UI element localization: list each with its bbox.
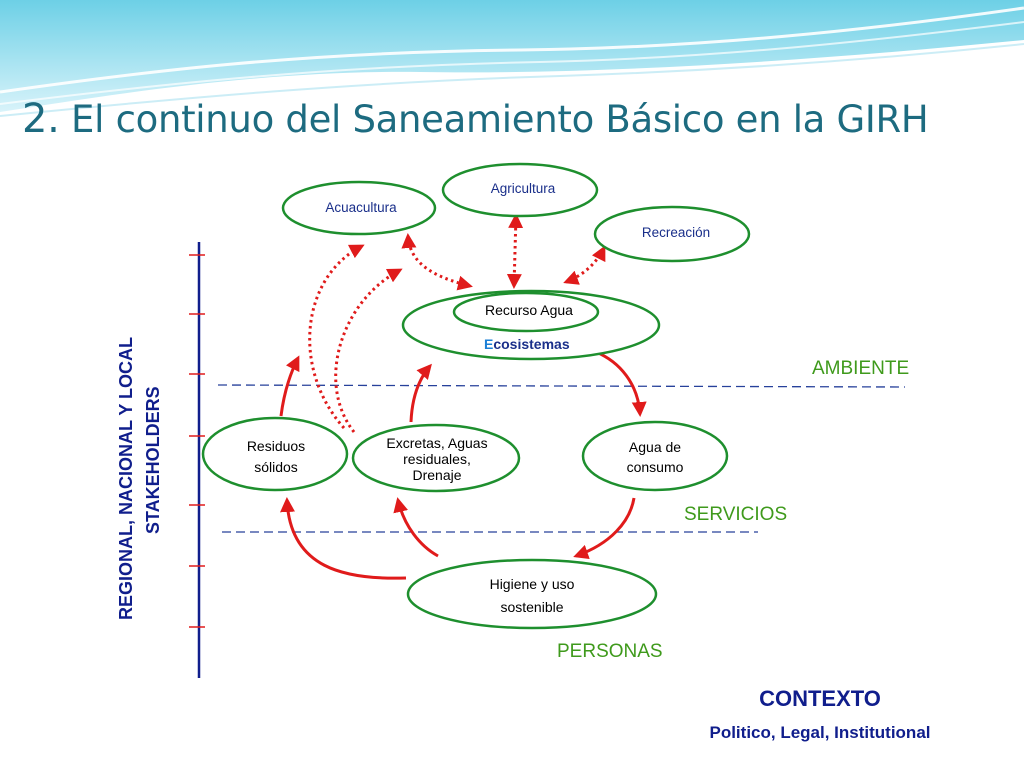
stakeholder-axis: [189, 242, 205, 678]
node-higiene-label-2: sostenible: [500, 599, 563, 615]
zone-label-personas: PERSONAS: [557, 641, 663, 662]
slide-title-number: 2.: [22, 96, 60, 142]
ambiente-divider: [217, 384, 906, 388]
node-recurso-agua-label: Recurso Agua: [485, 302, 573, 318]
node-recreacion-label: Recreación: [642, 225, 710, 240]
node-acuacultura: [281, 180, 437, 236]
node-agua-consumo-label-2: consumo: [627, 459, 684, 475]
node-agua-consumo-label-1: Agua de: [629, 439, 681, 455]
zone-label-ambiente: AMBIENTE: [812, 358, 909, 379]
context-title: CONTEXTO: [759, 686, 881, 711]
slide-title: 2. El continuo del Saneamiento Básico en…: [22, 96, 929, 142]
context-subtitle: Politico, Legal, Institutional: [709, 723, 930, 742]
node-excretas-label-3: Drenaje: [412, 467, 461, 483]
node-recreacion: [593, 205, 751, 263]
node-agricultura-label: Agricultura: [491, 181, 556, 196]
slide-title-text: El continuo del Saneamiento Básico en la…: [71, 98, 929, 141]
node-excretas-label-1: Excretas, Aguas: [386, 435, 487, 451]
node-residuos-label-1: Residuos: [247, 438, 305, 454]
node-higiene: [406, 558, 658, 630]
node-agua-consumo: [581, 420, 729, 492]
node-ecosistemas-label: Ecosistemas: [484, 336, 570, 352]
header-wave-decoration: [0, 0, 1024, 117]
dotted-arrows: [308, 213, 606, 433]
solid-arrows: [279, 350, 647, 580]
node-agricultura: [441, 162, 599, 218]
axis-label-stakeholders: STAKEHOLDERS: [143, 386, 163, 534]
node-recurso-agua: [452, 291, 600, 333]
node-higiene-label-1: Higiene y uso: [490, 576, 575, 592]
node-residuos-label-2: sólidos: [254, 459, 298, 475]
node-residuos-solidos: [201, 416, 349, 492]
node-acuacultura-label: Acuacultura: [325, 200, 397, 215]
axis-label-regional: REGIONAL, NACIONAL Y LOCAL: [116, 337, 136, 620]
zone-label-servicios: SERVICIOS: [684, 504, 787, 525]
ecosistemas-initial: E: [484, 336, 493, 352]
ecosistemas-rest: cosistemas: [493, 336, 569, 352]
node-excretas: [351, 423, 521, 493]
node-excretas-label-2: residuales,: [403, 451, 471, 467]
